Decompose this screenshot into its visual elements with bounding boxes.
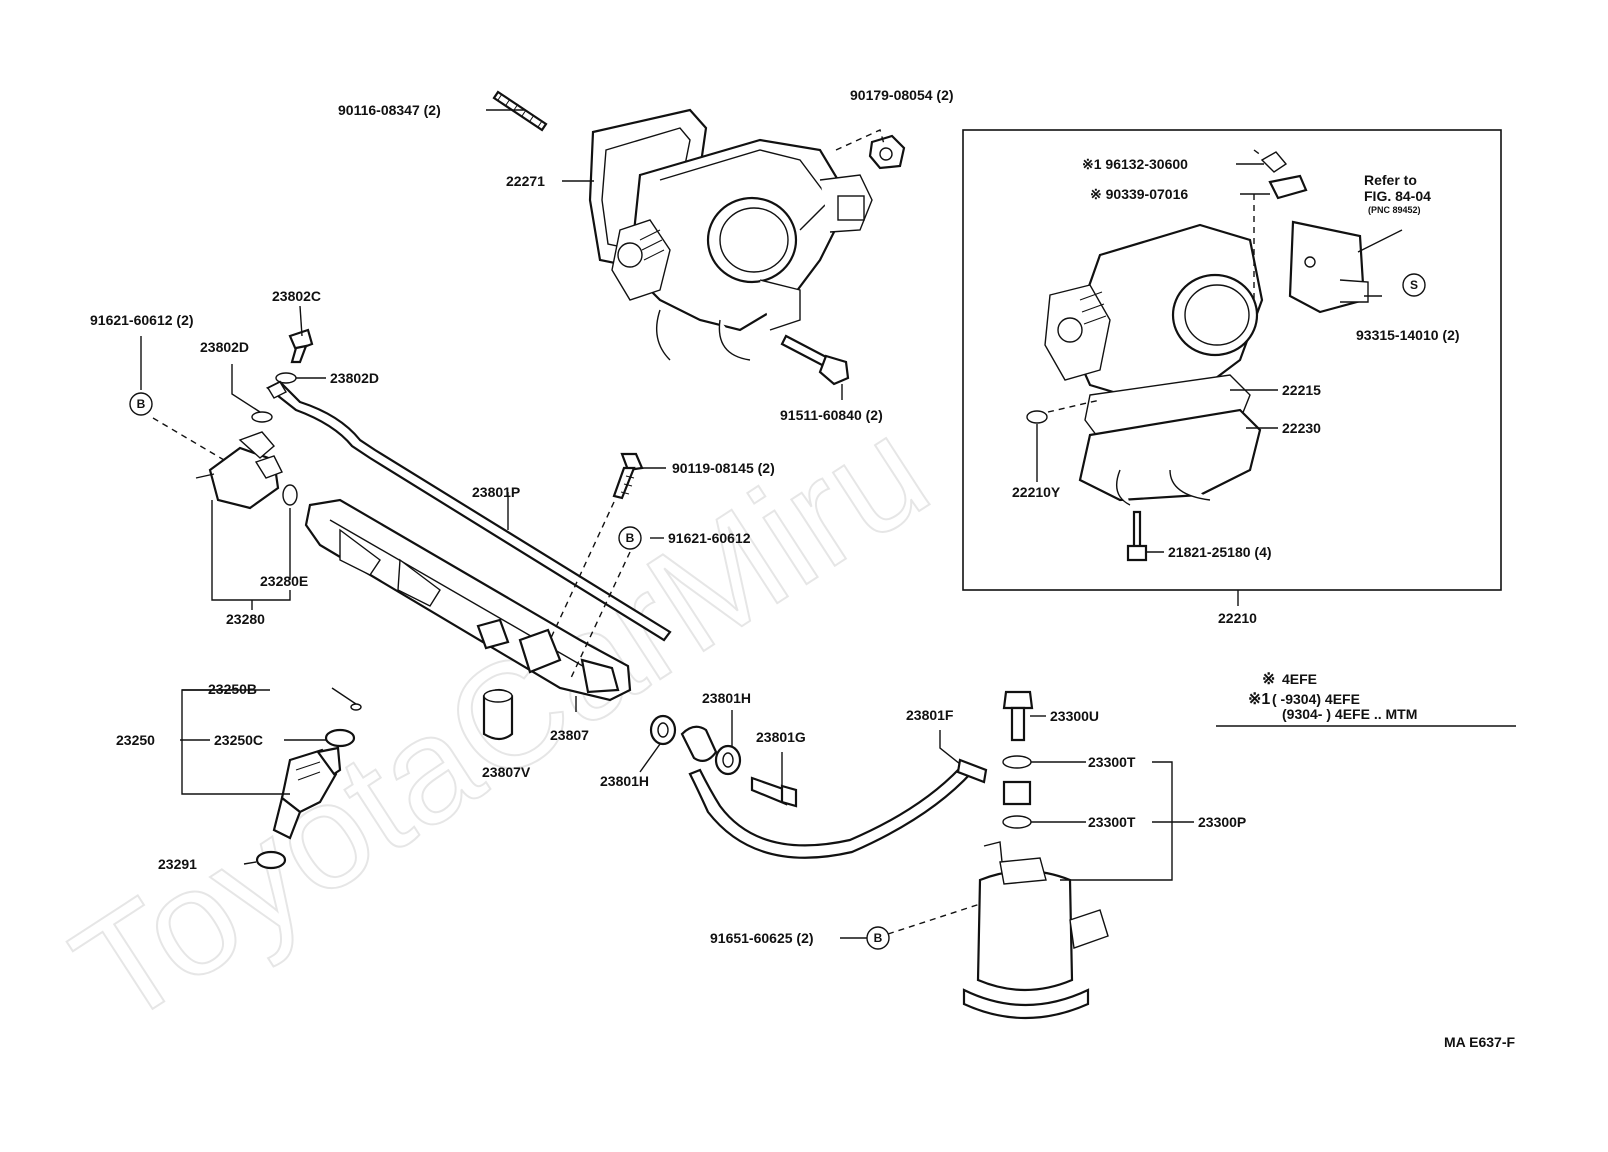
legend-mark-1: ※ [1262,671,1275,688]
label-93315-14010: 93315-14010 (2) [1356,327,1460,343]
refer-line-3: (PNC 89452) [1368,205,1421,215]
fuel-hose-drawing [649,714,988,859]
label-90179-08054: 90179-08054 (2) [850,87,954,103]
label-90119-08145: 90119-08145 (2) [672,460,775,476]
label-23250: 23250 [116,732,155,748]
label-23300t-a: 23300T [1088,754,1136,770]
label-23807: 23807 [550,727,589,743]
label-91621-60612: 91621-60612 [668,530,751,546]
legend-text-2: ( -9304) 4EFE [1272,691,1360,707]
label-91621-60612-2: 91621-60612 (2) [90,312,194,328]
label-23280: 23280 [226,611,265,627]
legend-text-1: 4EFE [1282,671,1317,687]
refer-line-1: Refer to [1364,172,1417,188]
label-22210y: 22210Y [1012,484,1061,500]
label-23802d-a: 23802D [200,339,249,355]
label-23280e: 23280E [260,573,308,589]
label-90116-08347: 90116-08347 (2) [338,102,441,118]
legend: ※ 4EFE ※1 ( -9304) 4EFE (9304- ) 4EFE ..… [1248,671,1417,722]
label-91511-60840: 91511-60840 (2) [780,407,883,423]
label-23801f: 23801F [906,707,954,723]
label-23250c: 23250C [214,732,263,748]
label-22230: 22230 [1282,420,1321,436]
nut-drawing [868,134,906,170]
marker-b-1: B [129,392,153,416]
label-23291: 23291 [158,856,197,872]
label-23801g: 23801G [756,729,806,745]
bolt-90119-drawing [612,452,644,500]
filter-union-drawing [1002,690,1034,829]
inset-box [962,129,1502,591]
stud-bolt-drawing [492,90,548,132]
label-23801h-a: 23801H [702,690,751,706]
label-23801p: 23801P [472,484,520,500]
label-23250b: 23250B [208,681,257,697]
label-21821-25180: 21821-25180 (4) [1168,544,1272,560]
insulator-drawing [482,688,514,741]
injector-drawing [255,703,362,870]
marker-s: S [1402,273,1426,297]
label-23300t-b: 23300T [1088,814,1136,830]
refer-line-2: FIG. 84-04 [1364,188,1431,204]
label-90339-07016: ※ 90339-07016 [1090,186,1188,202]
label-23802d-b: 23802D [330,370,379,386]
label-23300u: 23300U [1050,708,1099,724]
label-23802c: 23802C [272,288,321,304]
marker-b-2: B [618,526,642,550]
svg-text:S: S [1410,278,1418,292]
label-23807v: 23807V [482,764,531,780]
throttle-body-drawing [588,108,873,361]
pressure-regulator-drawing [195,431,298,510]
leader-lines [140,109,1516,939]
label-22271: 22271 [506,173,545,189]
label-22215: 22215 [1282,382,1321,398]
throttle-body-inset-drawing [1026,151,1369,562]
legend-text-3: (9304- ) 4EFE .. MTM [1282,706,1417,722]
label-23300p: 23300P [1198,814,1246,830]
legend-mark-2: ※1 [1248,691,1270,708]
fuel-filter-drawing [962,841,1109,1020]
marker-b-3: B [866,926,890,950]
svg-text:B: B [137,397,146,411]
label-96132-30600: ※1 96132-30600 [1082,156,1188,172]
label-23801h-b: 23801H [600,773,649,789]
delivery-pipe-drawing [304,498,632,702]
label-22210: 22210 [1218,610,1257,626]
bolt-91511-drawing [780,334,850,386]
label-91651-60625: 91651-60625 (2) [710,930,814,946]
svg-text:B: B [874,931,883,945]
diagram-code: MA E637-F [1444,1034,1516,1050]
svg-text:B: B [626,531,635,545]
fuel-pipe-drawing [265,380,672,642]
